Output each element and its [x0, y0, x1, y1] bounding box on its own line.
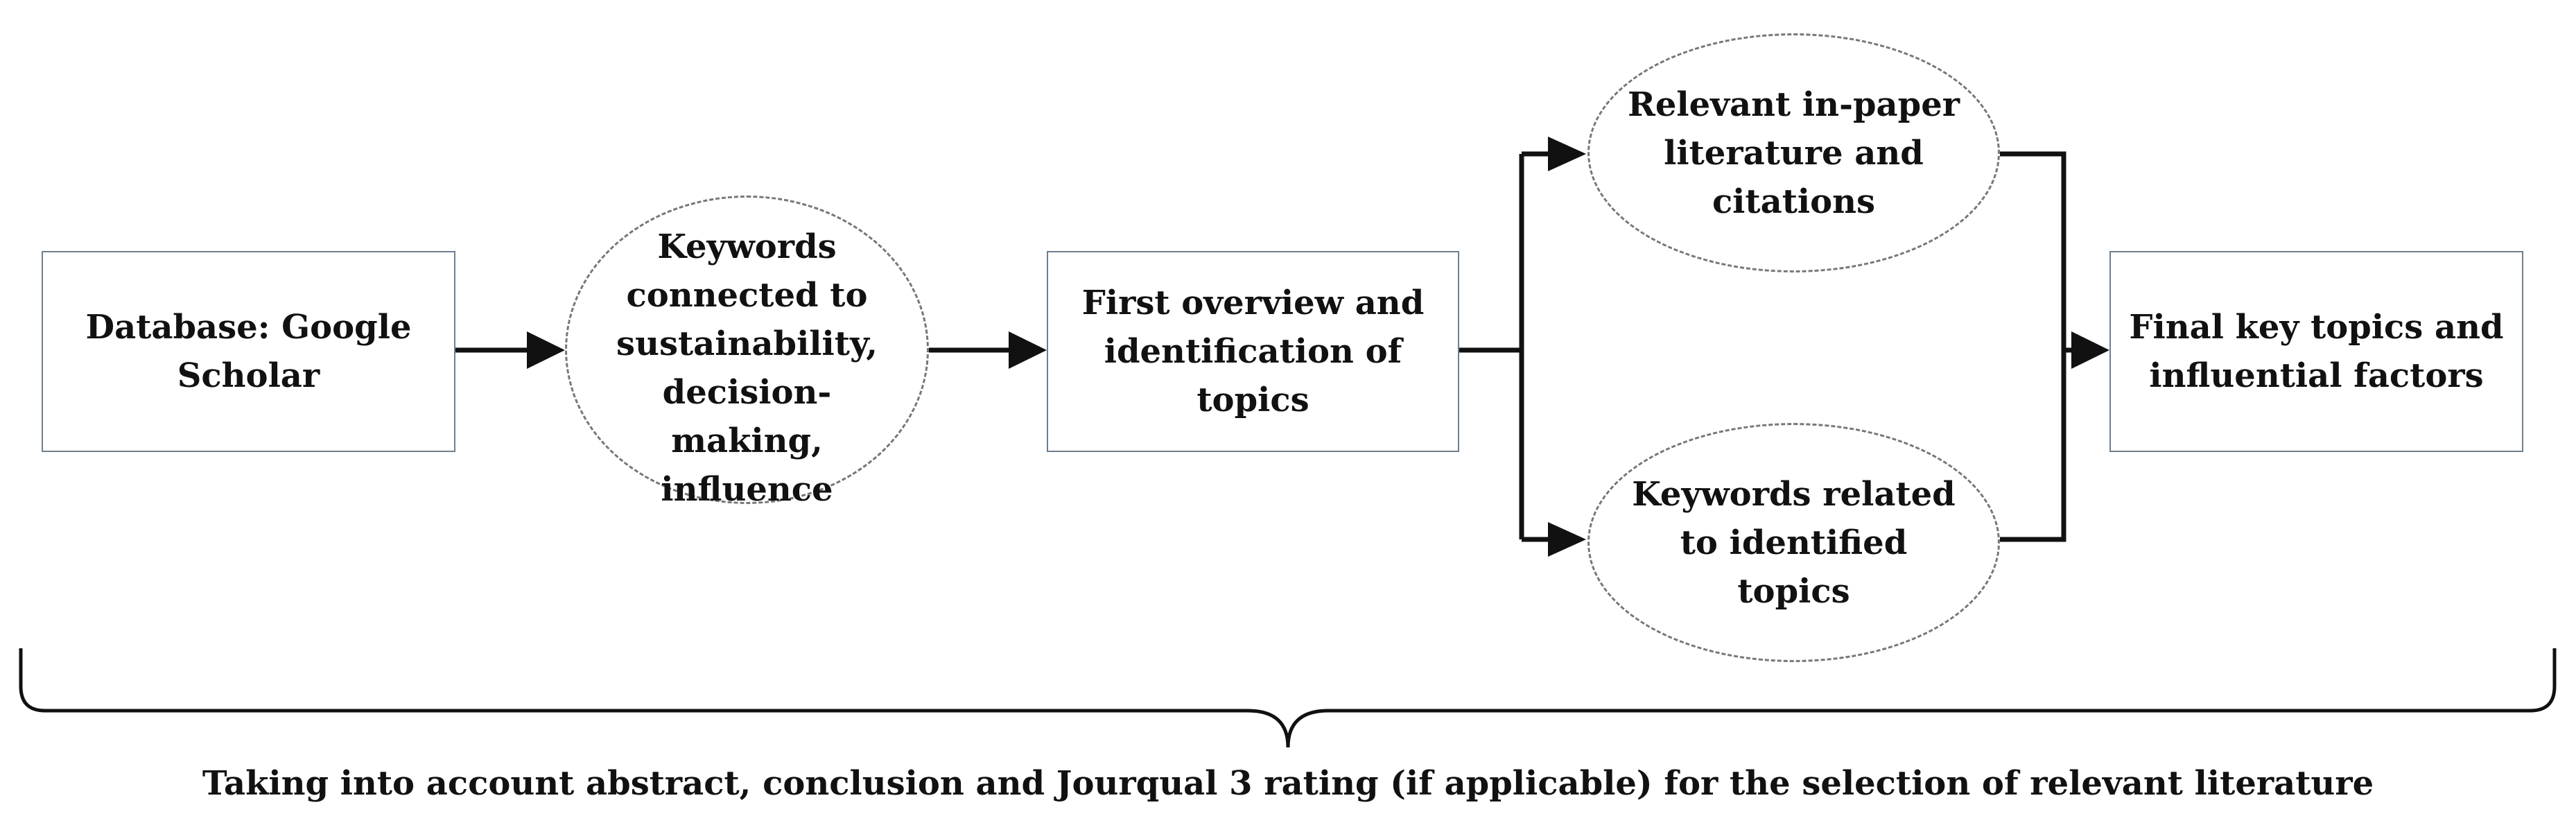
connector-inpaper-merge: [2000, 151, 2066, 542]
node-final-label: Final key topics and influential factors: [2129, 308, 2504, 395]
node-overview-label: First overview and identification of top…: [1081, 284, 1425, 419]
arrowhead-split-to-related: [1548, 522, 1586, 557]
arrowhead-database-to-keywords: [527, 331, 565, 369]
node-related-label: Keywords related to identified topics: [1632, 474, 1956, 611]
arrowhead-split-to-inpaper: [1548, 137, 1586, 171]
curly-brace: [19, 648, 2557, 748]
node-keywords: Keywords connected to sustainability, de…: [565, 196, 929, 509]
arrowhead-keywords-to-overview: [1009, 331, 1047, 369]
node-related: Keywords related to identified topics: [1587, 423, 2000, 662]
node-database-label: Database: Google Scholar: [85, 308, 412, 395]
node-final: Final key topics and influential factors: [2109, 251, 2523, 452]
node-inpaper-label: Relevant in-paper literature and citatio…: [1627, 85, 1960, 221]
node-database: Database: Google Scholar: [42, 251, 455, 452]
arrowhead-merge-to-final: [2071, 331, 2109, 369]
node-inpaper: Relevant in-paper literature and citatio…: [1587, 33, 2000, 272]
connectors: [455, 137, 2109, 557]
node-keywords-label: Keywords connected to sustainability, de…: [616, 227, 878, 509]
diagram-caption: Taking into account abstract, conclusion…: [202, 764, 2374, 803]
node-overview: First overview and identification of top…: [1047, 251, 1459, 452]
